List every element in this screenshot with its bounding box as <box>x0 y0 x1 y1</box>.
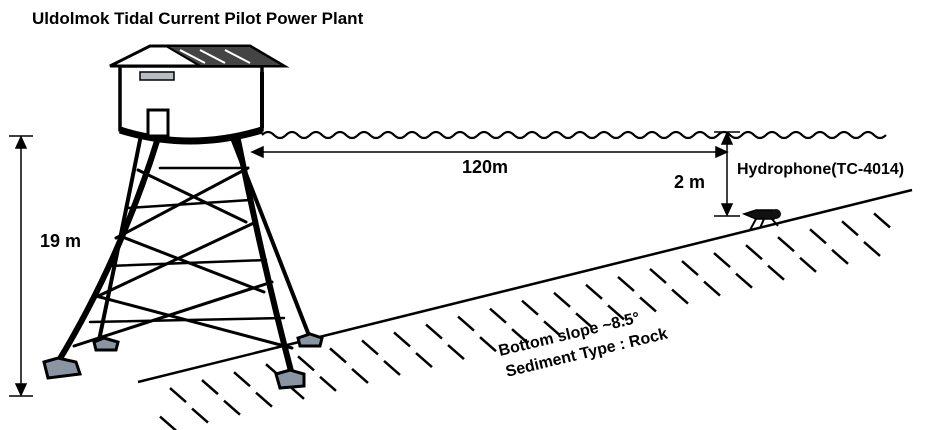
hydrophone-label: Hydrophone(TC-4014) <box>737 161 904 178</box>
hatch-mark <box>585 283 603 300</box>
hatch-mark <box>415 352 433 368</box>
hatch-mark <box>841 220 859 237</box>
hatch-mark <box>639 296 657 313</box>
tower-foot-pads <box>42 332 324 390</box>
hatch-mark <box>159 415 177 430</box>
depth-label: 2 m <box>674 172 705 192</box>
hatch-mark <box>383 360 401 376</box>
hatch-mark <box>447 344 465 361</box>
hatch-mark <box>425 323 443 340</box>
diagram-title: Uldolmok Tidal Current Pilot Power Plant <box>32 9 364 28</box>
depth-dimension <box>714 131 740 217</box>
distance-label: 120m <box>462 157 508 177</box>
hatch-mark <box>681 260 699 276</box>
distance-dimension <box>250 145 729 159</box>
hatch-mark <box>297 355 315 372</box>
hatch-mark <box>553 291 571 308</box>
height-label: 19 m <box>40 231 81 251</box>
hatch-mark <box>713 252 731 269</box>
hatch-mark <box>617 275 635 292</box>
hatch-mark <box>649 268 667 284</box>
hatch-mark <box>361 339 379 356</box>
hatch-mark <box>511 328 529 345</box>
hatch-mark <box>777 236 795 253</box>
hatch-mark <box>329 347 347 364</box>
hatch-mark <box>863 240 881 257</box>
control-house <box>109 44 290 145</box>
sea-bottom-line <box>137 188 913 384</box>
hatch-mark <box>201 379 219 396</box>
hatch-mark <box>457 315 475 332</box>
hatch-mark <box>233 371 251 388</box>
height-dimension <box>9 135 33 397</box>
hatch-mark <box>767 264 785 281</box>
hatch-mark <box>831 248 849 265</box>
hatch-mark <box>223 399 241 416</box>
hatch-mark <box>489 307 507 324</box>
hatch-mark <box>671 288 689 305</box>
hatch-mark <box>745 244 763 261</box>
hatch-mark <box>521 299 539 316</box>
hatch-mark <box>799 256 817 273</box>
hatch-mark <box>255 391 273 408</box>
hydrophone-device <box>741 209 782 231</box>
hatch-mark <box>191 407 209 424</box>
hatch-mark <box>809 228 827 245</box>
hatch-mark <box>543 320 561 337</box>
water-surface <box>261 130 887 140</box>
rock-hatching <box>159 212 891 430</box>
hatch-mark <box>169 387 187 404</box>
hatch-mark <box>735 272 753 289</box>
hatch-mark <box>703 280 721 297</box>
hatch-mark <box>873 212 891 229</box>
hatch-mark <box>607 304 625 321</box>
hatch-mark <box>393 331 411 348</box>
power-plant-tower <box>55 135 312 378</box>
hatch-mark <box>575 312 593 329</box>
hatch-mark <box>479 336 497 353</box>
slope-annotation: Bottom slope ~8.5° Sediment Type : Rock <box>497 310 670 381</box>
hatch-mark <box>351 367 369 384</box>
hatch-mark <box>319 375 337 392</box>
